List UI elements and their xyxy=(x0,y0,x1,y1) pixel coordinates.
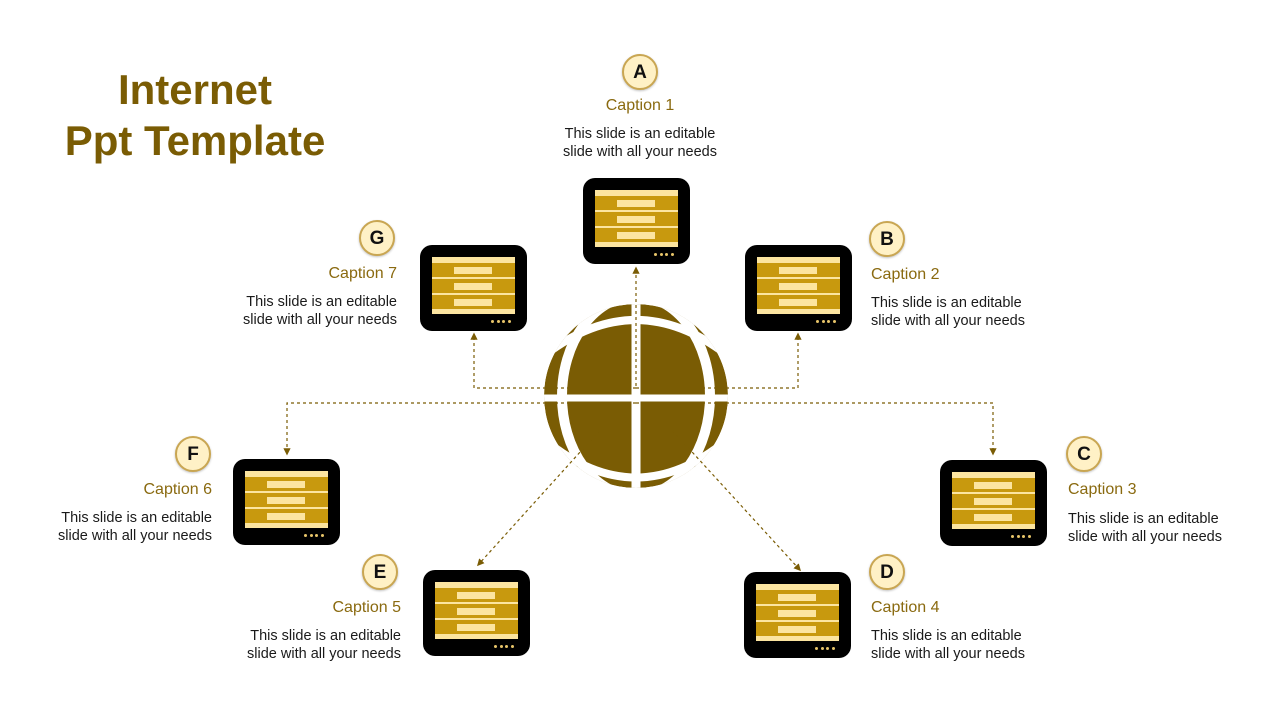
desc-b: This slide is an editable slide with all… xyxy=(871,294,1025,330)
badge-e: E xyxy=(362,554,398,590)
connector-b xyxy=(636,332,802,389)
server-monitor-icon-b xyxy=(745,245,852,331)
desc-e: This slide is an editable slide with all… xyxy=(161,627,401,663)
caption-b: Caption 2 xyxy=(871,266,940,283)
caption-f: Caption 6 xyxy=(143,481,213,498)
desc-c: This slide is an editable slide with all… xyxy=(1068,510,1222,546)
desc-g: This slide is an editable slide with all… xyxy=(157,293,397,329)
desc-f: This slide is an editable slide with all… xyxy=(0,509,212,545)
title-line-2: Ppt Template xyxy=(64,117,326,164)
caption-a: Caption 1 xyxy=(605,97,675,114)
desc-f-line-2: slide with all your needs xyxy=(58,528,212,544)
desc-e-line-1: This slide is an editable xyxy=(250,628,401,644)
server-monitor-icon-c xyxy=(940,460,1047,546)
badge-c: C xyxy=(1066,436,1102,472)
globe-icon xyxy=(544,304,728,488)
desc-g-line-1: This slide is an editable xyxy=(246,294,397,310)
desc-d-line-2: slide with all your needs xyxy=(871,646,1025,662)
connector-g xyxy=(470,332,636,389)
caption-e: Caption 5 xyxy=(332,599,402,616)
caption-d: Caption 4 xyxy=(871,599,940,616)
server-monitor-icon-f xyxy=(233,459,340,545)
server-monitor-icon-a xyxy=(583,178,690,264)
desc-a: This slide is an editable slide with all… xyxy=(520,125,760,161)
badge-a: A xyxy=(622,54,658,90)
connector-d xyxy=(671,429,801,572)
caption-g: Caption 7 xyxy=(328,265,398,282)
server-monitor-icon-d xyxy=(744,572,851,658)
desc-a-line-2: slide with all your needs xyxy=(563,144,717,160)
desc-f-line-1: This slide is an editable xyxy=(61,510,212,526)
desc-b-line-1: This slide is an editable xyxy=(871,295,1022,311)
server-monitor-icon-g xyxy=(420,245,527,331)
desc-b-line-2: slide with all your needs xyxy=(871,313,1025,329)
caption-c: Caption 3 xyxy=(1068,481,1137,498)
connector-e xyxy=(477,429,601,567)
desc-c-line-1: This slide is an editable xyxy=(1068,511,1219,527)
connectors xyxy=(283,266,997,572)
desc-c-line-2: slide with all your needs xyxy=(1068,529,1222,545)
desc-d: This slide is an editable slide with all… xyxy=(871,627,1025,663)
desc-d-line-1: This slide is an editable xyxy=(871,628,1022,644)
badge-d: D xyxy=(869,554,905,590)
badge-f: F xyxy=(175,436,211,472)
badge-b: B xyxy=(869,221,905,257)
slide-title: Internet Ppt Template xyxy=(40,64,350,166)
connector-f xyxy=(283,402,636,456)
server-monitor-icon-e xyxy=(423,570,530,656)
desc-a-line-1: This slide is an editable xyxy=(564,126,716,142)
desc-e-line-2: slide with all your needs xyxy=(247,646,401,662)
title-line-1: Internet xyxy=(117,66,272,113)
desc-g-line-2: slide with all your needs xyxy=(243,312,397,328)
badge-g: G xyxy=(359,220,395,256)
connector-c xyxy=(636,402,997,456)
